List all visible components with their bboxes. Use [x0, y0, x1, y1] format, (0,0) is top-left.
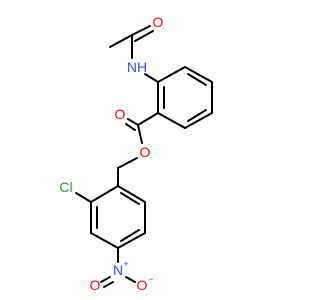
ring2-bond-1 [117, 185, 146, 203]
bond-carbonyl-oester [137, 124, 143, 144]
molecule-canvas: O NH O O Cl N + O O − [59, 14, 213, 293]
bond-acetyl-co-2 [134, 30, 154, 42]
atom-o-nitro-left: O [90, 277, 101, 293]
atom-o-ester: O [140, 144, 151, 160]
charge-o-nitro-right: − [148, 274, 153, 284]
bond-ring-carbonyl [137, 112, 159, 126]
atom-o-nitro-right: O [137, 277, 148, 293]
ring1-bond-1 [157, 66, 186, 83]
atom-o-carbonyl: O [115, 106, 126, 122]
ring1-double-1 [187, 73, 207, 86]
bond-methyl-carbonyl [109, 34, 133, 48]
ring2-double-2 [120, 229, 140, 242]
bond-acetyl-co-1 [131, 25, 151, 36]
bond-nitro-o-right [125, 276, 136, 283]
atom-cl: Cl [59, 179, 72, 195]
bond-ester-co-1 [127, 118, 139, 126]
atom-o-acetyl: O [153, 14, 164, 30]
ring2-bond-4 [90, 232, 119, 249]
bond-ester-co-2 [125, 123, 136, 131]
bond-nitro-o-left-1 [100, 276, 111, 283]
ring1-bond-2 [184, 66, 213, 83]
bond-nh-ring [144, 73, 159, 83]
charge-n-nitro: + [123, 259, 128, 269]
ring1-bond-5 [157, 112, 186, 129]
bond-oester-ch2 [117, 157, 138, 169]
molecule-structure: O NH O O Cl N + O O − [59, 14, 213, 293]
ring1-bond-4 [184, 112, 213, 129]
ring2-bond-3 [117, 232, 146, 249]
ring2-bond-6 [90, 185, 119, 203]
atom-n-nitro: N [113, 262, 123, 278]
atom-nh: NH [127, 59, 147, 75]
ring1-double-2 [187, 109, 207, 122]
ring2-double-1 [120, 192, 140, 205]
bond-ring-cl [75, 192, 92, 203]
bond-nitro-o-left-2 [103, 281, 114, 288]
